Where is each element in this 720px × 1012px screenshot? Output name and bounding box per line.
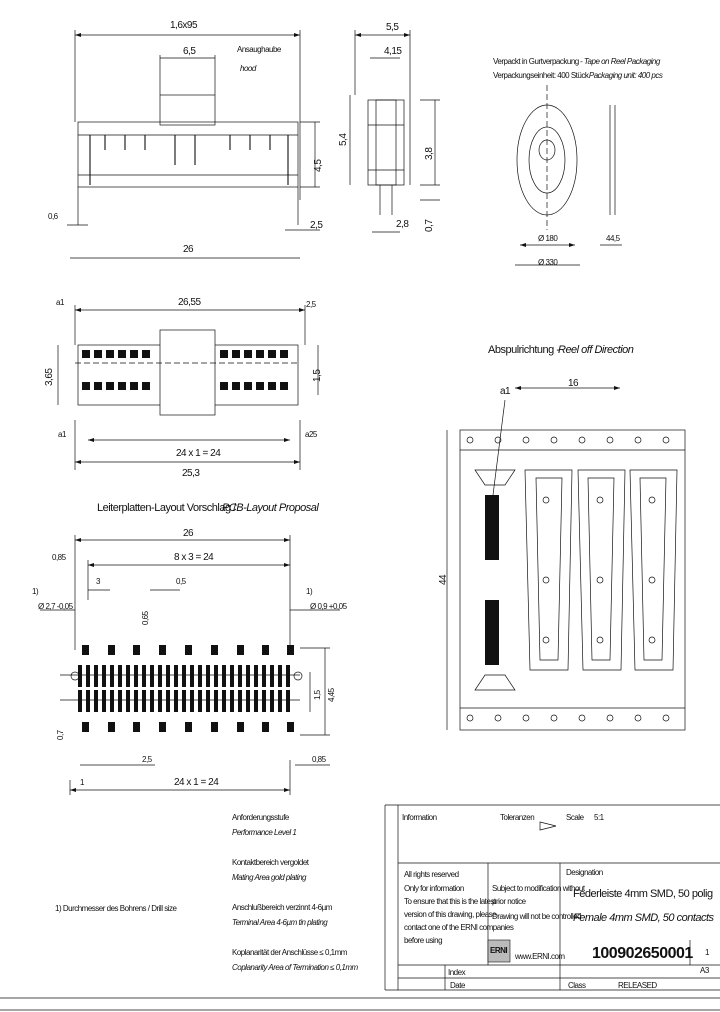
plan-height: 3,65 [44,368,55,386]
tb-format: A3 [700,966,709,975]
tab-dim: 6,5 [183,46,196,57]
tb-date-lbl: Date [450,981,465,990]
tb-subject-1: Subject to modification without [492,884,585,893]
reel-note-de-2: Verpackungseinheit: 400 Stück [493,71,589,80]
pcb-title-en: PCB-Layout Proposal [222,502,319,514]
reel-dir-title-de: Abspulrichtung - [488,344,560,356]
side-h2: 3,8 [424,147,435,160]
reel-dir-title-en: Reel off Direction [558,344,634,356]
tb-part-no: 100902650001 [592,945,693,962]
pcb-row-total: 4,45 [327,688,336,702]
spec-copl-en: Coplanarity Area of Termination ≤ 0,1mm [232,963,358,972]
spec-copl-de: Koplanarität der Anschlüsse ≤ 0,1mm [232,948,347,957]
tb-scale-val: 5:1 [594,813,604,822]
side-w1: 5,5 [386,22,399,33]
pin-dia: 0,6 [48,212,58,221]
pcb-hole-note: Ø 2,7 -0,05 [38,602,73,611]
hood-en: hood [240,64,256,73]
spec-term-de: Anschlußbereich verzinnt 4-6µm [232,903,332,912]
tb-designation-lbl: Designation [566,868,603,877]
pcb-first: 1 [80,778,84,787]
pcb-pad-h: 0,65 [141,611,150,625]
spec-footnote: 1) Durchmesser des Bohrens / Drill size [55,904,177,913]
pcb-edge: 0,85 [52,553,66,562]
spec-perf-de: Anforderungsstufe [232,813,289,822]
tb-ensure-4: before using [404,936,443,945]
tb-ensure-2: version of this drawing, please [404,910,497,919]
tb-ensure-1: To ensure that this is the latest [404,897,496,906]
tb-name-en: Female 4mm SMD, 50 contacts [573,912,714,924]
plan-label-a: a1 [56,298,64,307]
tb-tolerance-lbl: Toleranzen [500,813,535,822]
hood-de: Ansaughaube [237,45,281,54]
plan-label-b: a25 [305,430,317,439]
plan-pitch: 24 x 1 = 24 [176,448,221,459]
spec-mating-de: Kontaktbereich vergoldet [232,858,309,867]
tb-rights: All rights reserved [404,870,459,879]
tb-sheet: 1 [705,948,709,957]
overall-dim: 1,6x95 [170,20,198,31]
reel-dia: Ø 330 [538,258,558,267]
tb-info-lbl: Information [402,813,437,822]
pcb-left-v: 0,7 [56,730,65,740]
spec-mating-en: Mating Area gold plating [232,873,306,882]
reel-dir-pitch: 16 [568,378,579,389]
tb-class-lbl: Class [568,981,586,990]
plan-label-a1: a1 [58,430,66,439]
erni-logo: ERNI [490,946,508,955]
spec-perf-en: Performance Level 1 [232,828,297,837]
pcb-hole-note2: Ø 0,9 +0,05 [310,602,347,611]
pcb-span3: 3 [96,577,100,586]
tb-ensure-3: contact one of the ERNI companies [404,923,514,932]
tb-subject-2: prior notice [492,897,526,906]
side-pin-len: 0,7 [424,219,435,232]
plan-dim-right: 2,5 [306,300,316,309]
height-dim: 4,5 [313,159,324,172]
tail-dim: 2,5 [310,220,323,231]
pcb-row-gap: 1,5 [313,690,322,700]
tb-url[interactable]: www.ERNI.com [515,952,565,961]
reel-dir-tape-width: 44 [438,574,449,585]
reel-width: 44,5 [606,234,620,243]
pcb-star-right: 1) [306,587,313,596]
reel-note-en-1: - Tape on Reel Packaging [580,57,660,66]
tb-name-de: Federleiste 4mm SMD, 50 polig [573,888,713,900]
pcb-pad-w: 0,5 [176,577,186,586]
reel-hub-dia: Ø 180 [538,234,558,243]
reel-note-en-2: - Packaging unit: 400 pcs [585,71,663,80]
base-dim: 26 [183,244,194,255]
pcb-pitch-small: 24 x 1 = 24 [174,777,219,788]
tb-scale-lbl: Scale [566,813,584,822]
plan-overall: 26,55 [178,297,201,308]
pcb-star-left: 1) [32,587,39,596]
plan-total: 25,3 [182,468,200,479]
reel-note-de-1: Verpackt in Gurtverpackung [493,57,579,66]
side-foot: 2,8 [396,219,409,230]
spec-term-en: Terminal Area 4-6µm tin plating [232,918,328,927]
tb-released: RELEASED [618,981,657,990]
pcb-overall: 26 [183,528,194,539]
tb-only-info: Only for information [404,884,464,893]
pcb-title-de: Leiterplatten-Layout Vorschlag / [97,502,236,514]
plan-height-r: 1,5 [312,369,323,382]
tb-index-lbl: Index [448,968,466,977]
tb-controlled: Drawing will not be controlled [492,912,582,921]
side-w2: 4,15 [384,46,402,57]
pcb-right-edge: 0,85 [312,755,326,764]
pcb-offset: 2,5 [142,755,152,764]
pcb-pitch-big: 8 x 3 = 24 [174,552,214,563]
reel-dir-pin-label: a1 [500,386,511,397]
side-h1: 5,4 [338,133,349,146]
